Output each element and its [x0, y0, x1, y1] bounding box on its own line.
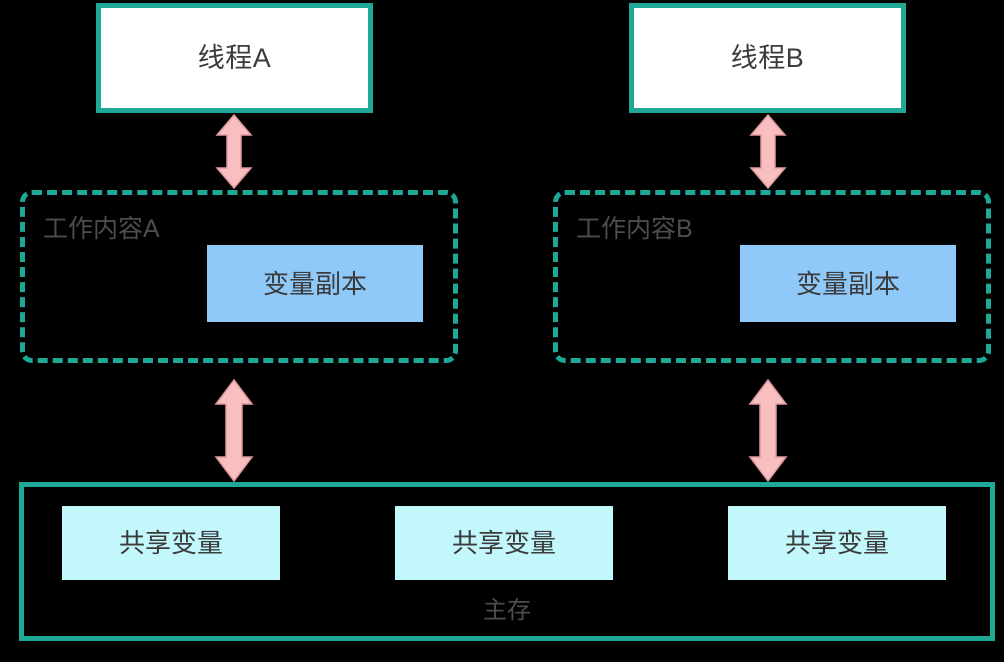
main-memory-label: 主存	[483, 597, 531, 624]
variable-copy-b-label: 变量副本	[795, 268, 900, 299]
thread-a-label: 线程A	[197, 42, 272, 73]
thread-b-box[interactable]: 线程B	[629, 3, 906, 113]
arrow-work-a-main-memory	[213, 378, 255, 483]
main-memory-box[interactable]: 主存	[19, 482, 995, 641]
variable-copy-a-label: 变量副本	[262, 268, 367, 299]
working-memory-b-label: 工作内容B	[576, 215, 693, 243]
working-memory-a-label: 工作内容A	[43, 215, 160, 243]
arrow-thread-a-work-a	[214, 113, 254, 190]
shared-variable-box-2[interactable]: 共享变量	[395, 506, 613, 580]
shared-variable-label-2: 共享变量	[451, 528, 556, 558]
variable-copy-a-box[interactable]: 变量副本	[207, 245, 423, 322]
shared-variable-label-3: 共享变量	[784, 528, 889, 558]
arrow-work-b-main-memory	[747, 378, 789, 483]
working-memory-b-box[interactable]: 工作内容B	[553, 190, 991, 363]
variable-copy-b-box[interactable]: 变量副本	[740, 245, 956, 322]
shared-variable-label-1: 共享变量	[118, 528, 223, 558]
shared-variable-box-1[interactable]: 共享变量	[62, 506, 280, 580]
arrow-thread-b-work-b	[748, 113, 788, 190]
working-memory-a-box[interactable]: 工作内容A	[20, 190, 458, 363]
thread-a-box[interactable]: 线程A	[96, 3, 373, 113]
shared-variable-box-3[interactable]: 共享变量	[728, 506, 946, 580]
thread-b-label: 线程B	[730, 42, 805, 73]
